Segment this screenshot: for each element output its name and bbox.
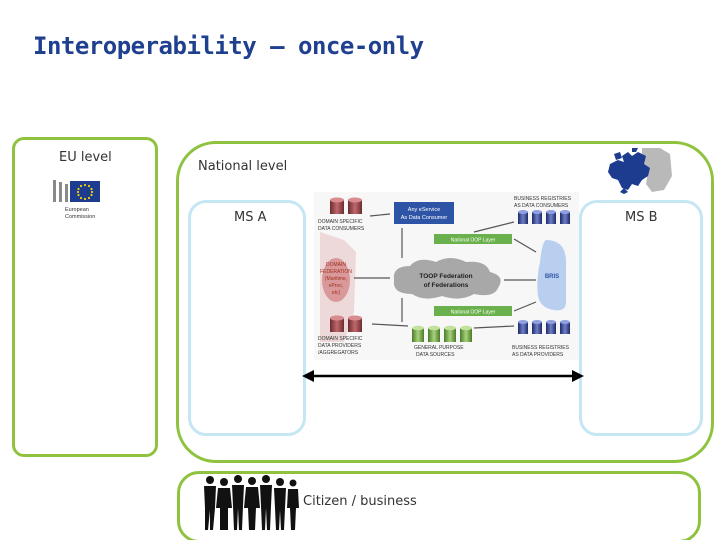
br-providers-line2: AS DATA PROVIDERS bbox=[512, 352, 564, 358]
slide-title: Interoperability – once-only bbox=[33, 32, 424, 60]
europe-map-icon bbox=[602, 146, 672, 194]
double-arrow bbox=[302, 370, 584, 382]
people-silhouettes-icon bbox=[204, 475, 299, 530]
domain-federation-line2: FEDERATION bbox=[320, 269, 352, 275]
ms-b-box bbox=[579, 200, 703, 436]
european-commission-logo: European Commission bbox=[51, 178, 123, 224]
any-eservice-line2: As Data Consumer bbox=[401, 215, 448, 221]
domain-providers-line2: DATA PROVIDERS bbox=[318, 343, 362, 349]
toop-federation-line2: of Federations bbox=[424, 282, 469, 289]
ms-a-label: MS A bbox=[234, 210, 267, 225]
domain-federation-line3: (Maritime, bbox=[325, 276, 347, 282]
diagram-arrows bbox=[354, 213, 537, 329]
bris-label: BRIS bbox=[545, 274, 559, 280]
br-consumer-cylinders bbox=[518, 210, 570, 224]
domain-consumer-cylinders bbox=[330, 197, 362, 214]
domain-consumers-line2: DATA CONSUMERS bbox=[318, 226, 365, 232]
toop-architecture-diagram: DOMAIN SPECIFIC DATA CONSUMERS Any eServ… bbox=[314, 192, 579, 360]
br-consumers-line1: BUSINESS REGISTRIES bbox=[514, 196, 572, 202]
national-layer-bottom: National OOP Layer bbox=[451, 310, 496, 316]
general-sources-line2: DATA SOURCES bbox=[416, 352, 455, 358]
domain-federation-line5: etc) bbox=[332, 290, 341, 296]
domain-consumers-line1: DOMAIN SPECIFIC bbox=[318, 219, 363, 225]
eu-level-label: EU level bbox=[59, 150, 112, 165]
domain-providers-line1: DOMAIN SPECIFIC bbox=[318, 336, 363, 342]
domain-providers-line3: /AGGREGATORS bbox=[318, 350, 359, 356]
toop-federation-line1: TOOP Federation bbox=[419, 273, 472, 280]
br-provider-cylinders bbox=[518, 320, 570, 334]
any-eservice-line1: Any eService bbox=[408, 207, 440, 213]
ec-logo-text-2: Commission bbox=[65, 214, 95, 220]
national-layer-top: National OOP Layer bbox=[451, 238, 496, 244]
citizen-business-label: Citizen / business bbox=[303, 494, 417, 509]
domain-provider-cylinders bbox=[330, 315, 362, 332]
br-providers-line1: BUSINESS REGISTRIES bbox=[512, 345, 570, 351]
national-level-label: National level bbox=[198, 159, 288, 174]
domain-federation-line1: DOMAIN bbox=[326, 262, 346, 268]
general-source-cylinders bbox=[412, 325, 472, 342]
br-consumers-line2: AS DATA CONSUMERS bbox=[514, 203, 569, 209]
ms-b-label: MS B bbox=[625, 210, 658, 225]
domain-federation-line4: eProc, bbox=[329, 283, 343, 289]
ms-a-box bbox=[188, 200, 306, 436]
general-sources-line1: GENERAL PURPOSE bbox=[414, 345, 464, 351]
ec-logo-text-1: European bbox=[65, 207, 89, 213]
